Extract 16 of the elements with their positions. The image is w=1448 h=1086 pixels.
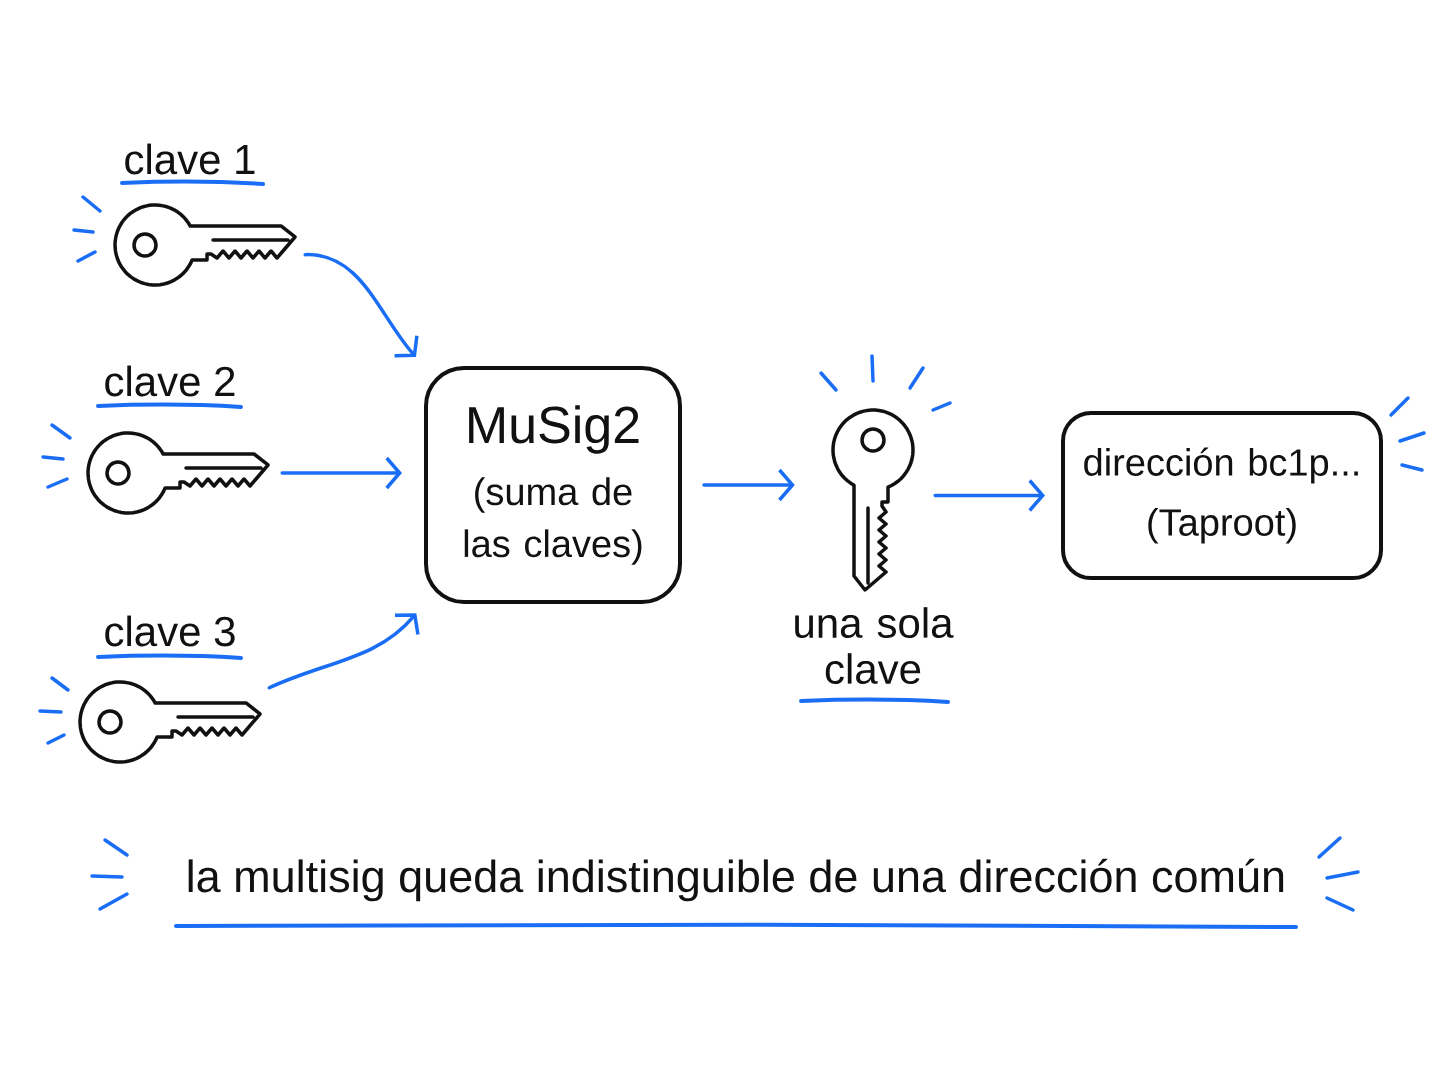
arrow bbox=[933, 479, 1045, 512]
arrow bbox=[267, 613, 420, 690]
arrow bbox=[280, 456, 402, 490]
key-icon bbox=[86, 431, 270, 515]
note-text: la multisig queda indistinguible de una dirección común bbox=[188, 858, 1284, 902]
key-icon bbox=[831, 408, 915, 592]
arrow bbox=[303, 252, 419, 358]
key-label: una sola clave bbox=[795, 607, 954, 685]
key-icon bbox=[113, 203, 297, 287]
key-label: clave 3 bbox=[105, 615, 235, 647]
key-label: clave 2 bbox=[105, 365, 235, 397]
arrow bbox=[702, 468, 795, 502]
key-label: clave 1 bbox=[125, 143, 255, 175]
key-icon bbox=[78, 680, 262, 764]
rounded-box: MuSig2 (suma de las claves) bbox=[424, 366, 682, 604]
rounded-box: dirección bc1p... (Taproot) bbox=[1061, 411, 1383, 580]
